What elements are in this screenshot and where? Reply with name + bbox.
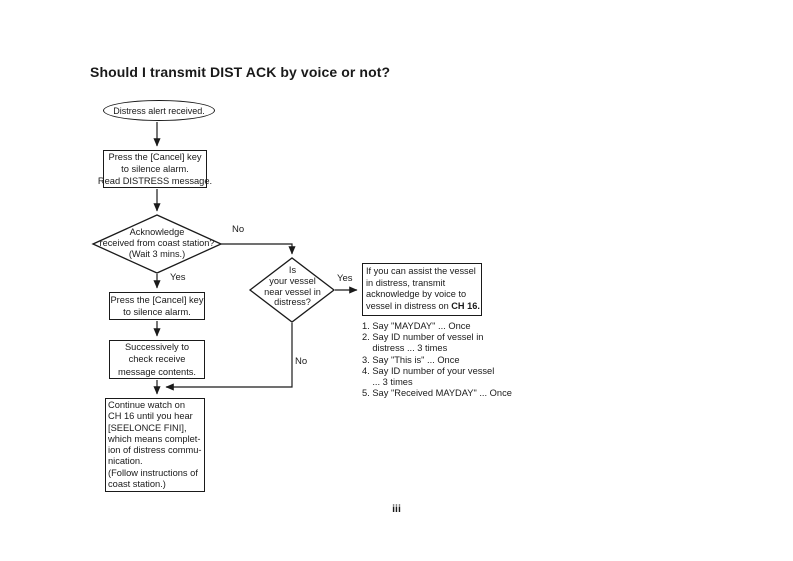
assist-box-text: If you can assist the vessel in distress… [366,266,476,312]
check-box: Successively to check receive message co… [109,340,205,379]
ack-decision-label: Acknowledge received from coast station?… [99,227,215,259]
page-number: iii [392,503,401,515]
watch-box: Continue watch on CH 16 until you hear [… [105,398,205,492]
cancel-read-box: Press the [Cancel] key to silence alarm.… [97,150,213,188]
assist-box-channel: CH 16. [451,301,480,312]
assist-box: If you can assist the vessel in distress… [362,263,482,316]
connector-near-no-to-watch [165,323,293,391]
ack-decision-diamond [91,214,223,274]
start-terminator: Distress alert received. [103,100,215,121]
edge-label-yes-1: Yes [170,272,186,283]
edge-label-yes-2: Yes [337,273,353,284]
near-decision-diamond [248,257,336,323]
cancel-box: Press the [Cancel] key to silence alarm. [109,292,205,320]
page-title: Should I transmit DIST ACK by voice or n… [90,64,391,80]
edge-label-no-1: No [232,224,245,235]
edge-label-no-2: No [295,356,308,367]
voice-steps-list: 1. Say "MAYDAY" ... Once 2. Say ID numbe… [362,321,512,399]
near-decision-label: Is your vessel near vessel in distress? [264,265,321,308]
connector-ack-no-to-near-decision [221,243,296,255]
